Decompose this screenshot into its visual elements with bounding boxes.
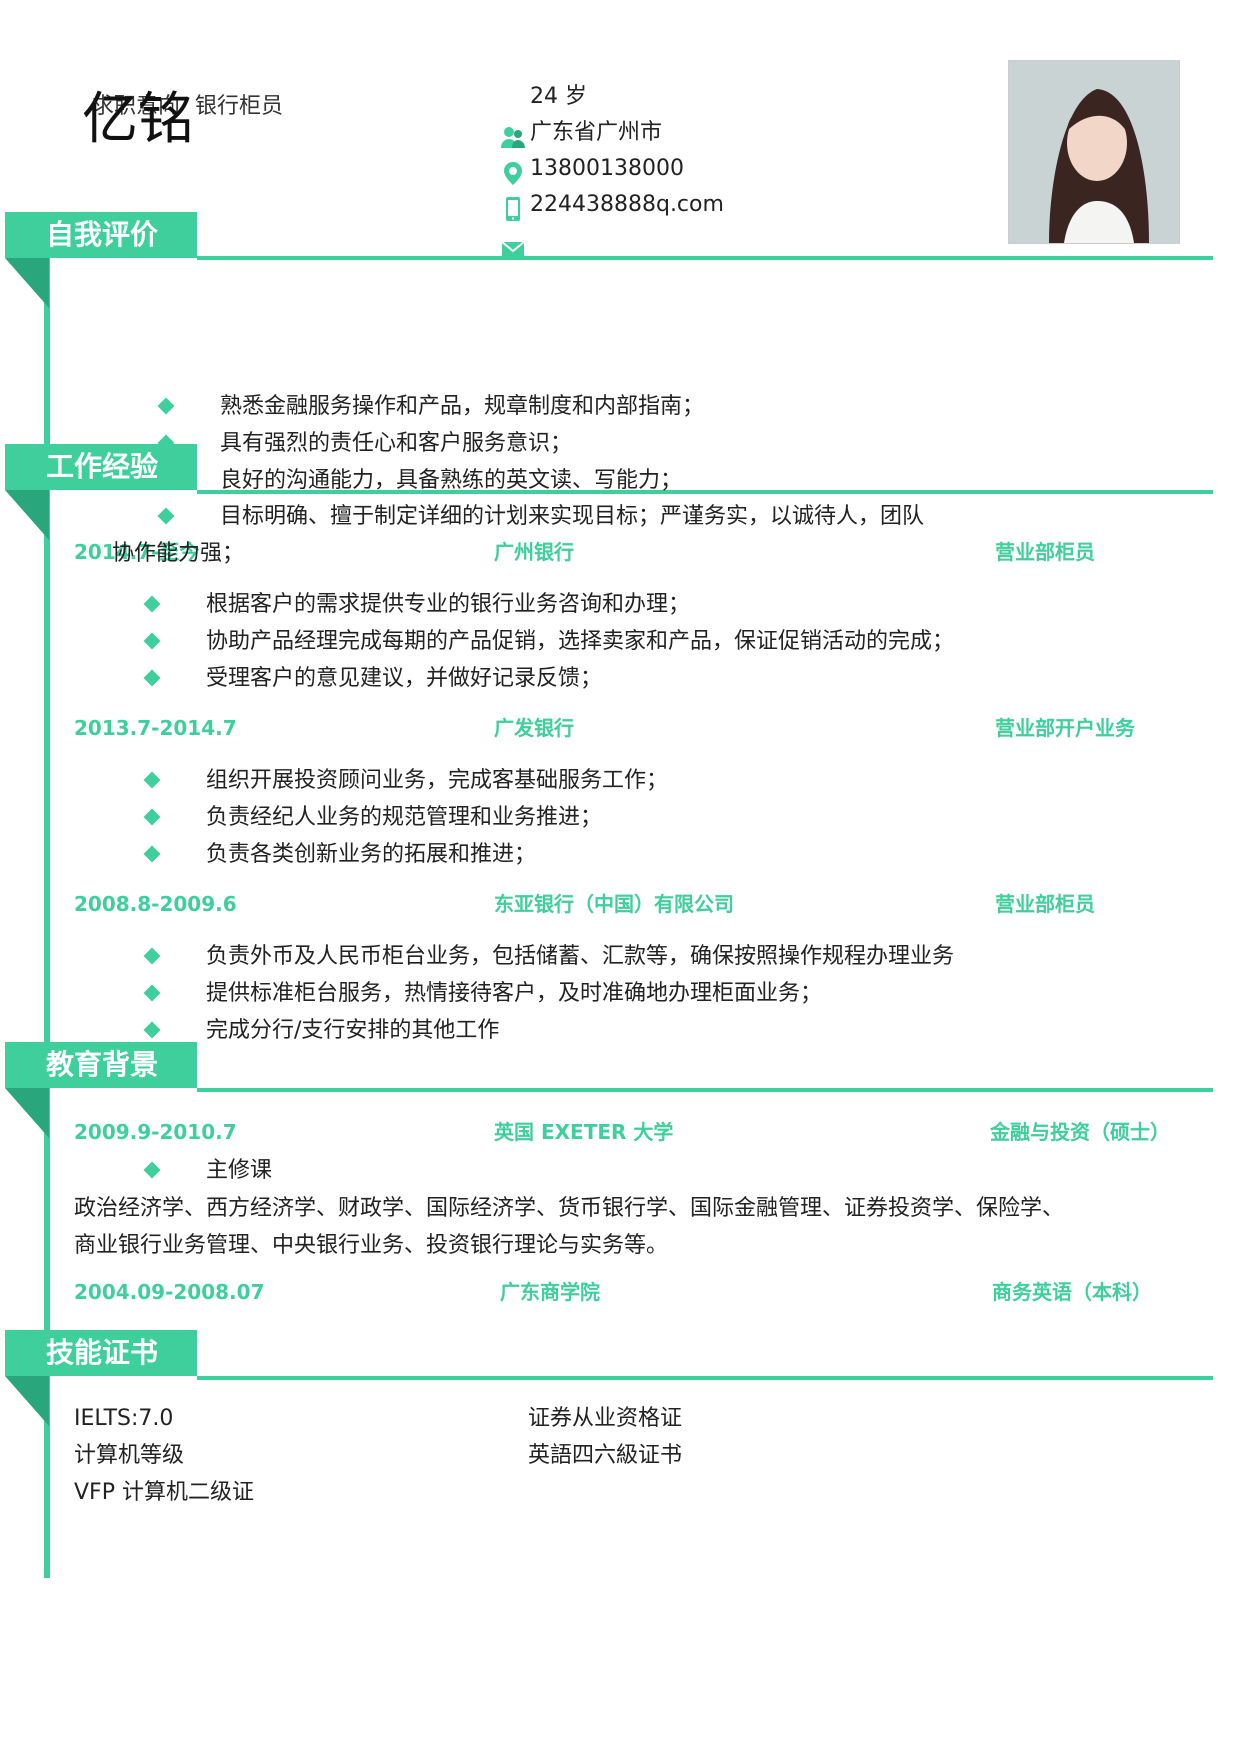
bullet-diamond: [157, 397, 175, 415]
work-company: 广州银行: [494, 540, 574, 564]
location-text: 广东省广州市: [530, 120, 663, 145]
skill-item: 证券从业资格证: [528, 1406, 683, 1431]
skill-item: IELTS:7.0: [74, 1406, 174, 1431]
work-role: 营业部柜员: [995, 540, 1095, 564]
work-item: 协助产品经理完成每期的产品促销，选择卖家和产品，保证促销活动的完成；: [206, 629, 955, 654]
mail-icon: [501, 241, 525, 258]
bullet-diamond: [143, 771, 161, 789]
bullet-diamond: [143, 1161, 161, 1179]
section-title-self-evaluation: 自我评价: [46, 218, 159, 251]
section-line-education: [197, 1088, 1213, 1092]
section-bar-self: [5, 212, 197, 258]
section-title-education: 教育背景: [46, 1048, 159, 1081]
bullet-diamond: [143, 1021, 161, 1039]
self-eval-item: 具有强烈的责任心和客户服务意识；: [220, 431, 573, 456]
edu-major: 商务英语（本科）: [992, 1280, 1152, 1304]
mobile-phone-icon: [506, 197, 520, 221]
section-line-skills: [197, 1376, 1213, 1380]
bullet-diamond: [143, 595, 161, 613]
work-role: 营业部柜员: [995, 892, 1095, 916]
work-company: 东亚银行（中国）有限公司: [494, 892, 734, 916]
candidate-name: 亿铭: [82, 87, 194, 152]
edu-date: 2009.9-2010.7: [74, 1120, 237, 1144]
section-fold-work: [5, 490, 49, 540]
skill-item: 英語四六級证书: [528, 1443, 683, 1468]
edu-date: 2004.09-2008.07: [74, 1280, 265, 1304]
work-date: 2014.7-至今: [74, 540, 200, 564]
work-item: 根据客户的需求提供专业的银行业务咨询和办理；: [206, 592, 691, 617]
courses-text: 政治经济学、西方经济学、财政学、国际经济学、货币银行学、国际金融管理、证券投资学…: [74, 1196, 1065, 1221]
bullet-diamond: [143, 947, 161, 965]
skill-item: 计算机等级: [74, 1443, 185, 1468]
work-item: 受理客户的意见建议，并做好记录反馈；: [206, 666, 603, 691]
bullet-diamond: [143, 669, 161, 687]
timeline-spine: [44, 258, 50, 1578]
section-line-work: [197, 490, 1213, 494]
courses-text: 商业银行业务管理、中央银行业务、投资银行理论与实务等。: [74, 1233, 669, 1258]
objective-label: 求职意向: [92, 94, 181, 119]
section-title-work-experience: 工作经验: [46, 450, 159, 483]
objective-value: 银行柜员: [195, 94, 284, 119]
self-eval-item: 协作能力强；: [112, 541, 245, 566]
work-item: 负责各类创新业务的拓展和推进；: [206, 842, 537, 867]
courses-label: 主修课: [206, 1158, 273, 1183]
work-item: 负责经纪人业务的规范管理和业务推进；: [206, 805, 603, 830]
bullet-diamond: [143, 845, 161, 863]
work-item: 提供标准柜台服务，热情接待客户，及时准确地办理柜面业务；: [206, 981, 823, 1006]
skill-item: VFP 计算机二级证: [74, 1480, 254, 1505]
edu-school: 英国 EXETER 大学: [494, 1120, 674, 1144]
work-date: 2008.8-2009.6: [74, 892, 237, 916]
age-text: 24 岁: [530, 84, 587, 109]
work-company: 广发银行: [494, 716, 574, 740]
section-line-self: [197, 256, 1213, 260]
email-text: 224438888q.com: [530, 192, 724, 217]
profile-photo: [1008, 60, 1180, 244]
job-objective: 求职意向 银行柜员: [92, 92, 291, 122]
bullet-diamond: [143, 632, 161, 650]
section-bar-education: [5, 1042, 197, 1088]
section-bar-skills: [5, 1330, 197, 1376]
section-fold-skills: [5, 1376, 49, 1426]
bullet-diamond: [143, 808, 161, 826]
section-fold-self: [5, 258, 49, 308]
bullet-diamond: [157, 507, 175, 525]
section-fold-education: [5, 1088, 49, 1138]
edu-school: 广东商学院: [500, 1280, 600, 1304]
work-date: 2013.7-2014.7: [74, 716, 237, 740]
work-role: 营业部开户业务: [995, 716, 1135, 740]
phone-text: 13800138000: [530, 156, 684, 181]
self-eval-item: 目标明确、擅于制定详细的计划来实现目标；严谨务实，以诚待人，团队: [220, 504, 925, 529]
bullet-diamond: [143, 984, 161, 1002]
work-item: 负责外币及人民币柜台业务，包括储蓄、汇款等，确保按照操作规程办理业务: [206, 944, 955, 969]
self-eval-item: 良好的沟通能力，具备熟练的英文读、写能力；: [220, 468, 683, 493]
edu-major: 金融与投资（硕士）: [990, 1120, 1170, 1144]
work-item: 组织开展投资顾问业务，完成客基础服务工作；: [206, 768, 669, 793]
work-item: 完成分行/支行安排的其他工作: [206, 1018, 500, 1043]
self-eval-item: 熟悉金融服务操作和产品，规章制度和内部指南；: [220, 394, 705, 419]
location-pin-icon: [504, 162, 522, 185]
section-title-skills: 技能证书: [46, 1336, 159, 1369]
user-icon: [501, 127, 525, 148]
